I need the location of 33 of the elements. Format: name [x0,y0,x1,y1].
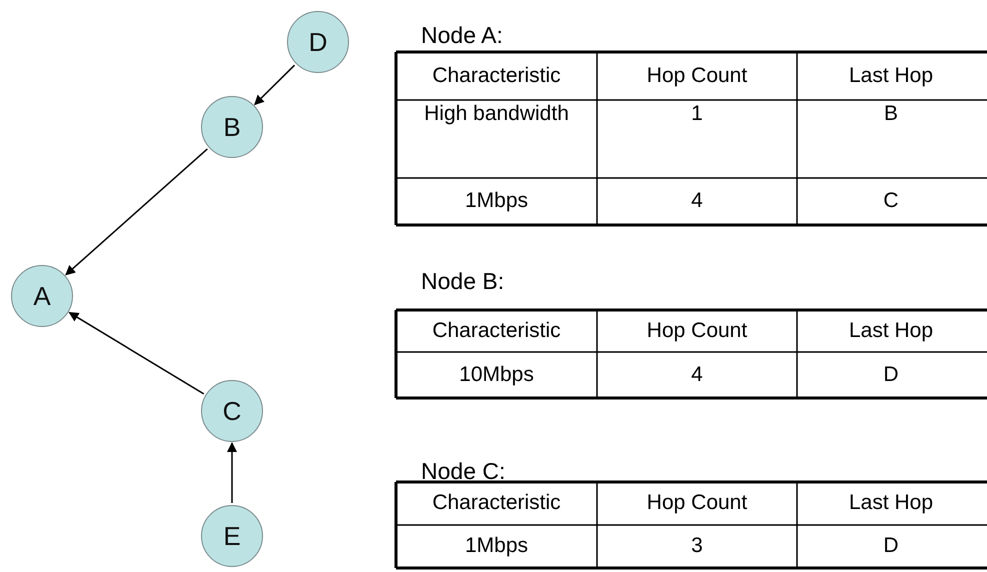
table-value: B [882,102,899,127]
table-title: Node C: [421,458,506,485]
column-header: Last Hop [848,318,934,344]
table-value: 1 [690,102,704,127]
table-value: 1Mbps [464,188,530,214]
column-header: Hop Count [646,490,748,516]
column-header: Last Hop [848,62,934,89]
table-title: Node B: [421,268,504,295]
table-value: 3 [690,533,704,560]
column-header: Last Hop [848,490,934,516]
table-value: 1Mbps [464,533,530,560]
column-header: Characteristic [431,62,562,89]
column-header: Hop Count [646,318,748,344]
table-value: D [882,362,900,388]
column-header: Characteristic [431,490,562,516]
node-circle: B [201,96,263,158]
node-circle: A [11,265,73,327]
column-header: Hop Count [646,62,748,89]
arrow [227,442,237,503]
node-circle: D [287,11,349,73]
table-value: 10Mbps [458,362,535,388]
arrow [254,64,296,106]
table-value: D [882,533,900,560]
table-value: 4 [690,362,704,388]
node-circle: C [201,380,263,442]
arrow [65,148,208,276]
node-circle: E [201,505,263,567]
table-title: Node A: [421,22,503,49]
arrow [68,312,204,395]
table-value: C [882,188,900,214]
table-value: 4 [690,188,704,214]
column-header: Characteristic [431,318,562,344]
table-value: High bandwidth [423,102,570,127]
